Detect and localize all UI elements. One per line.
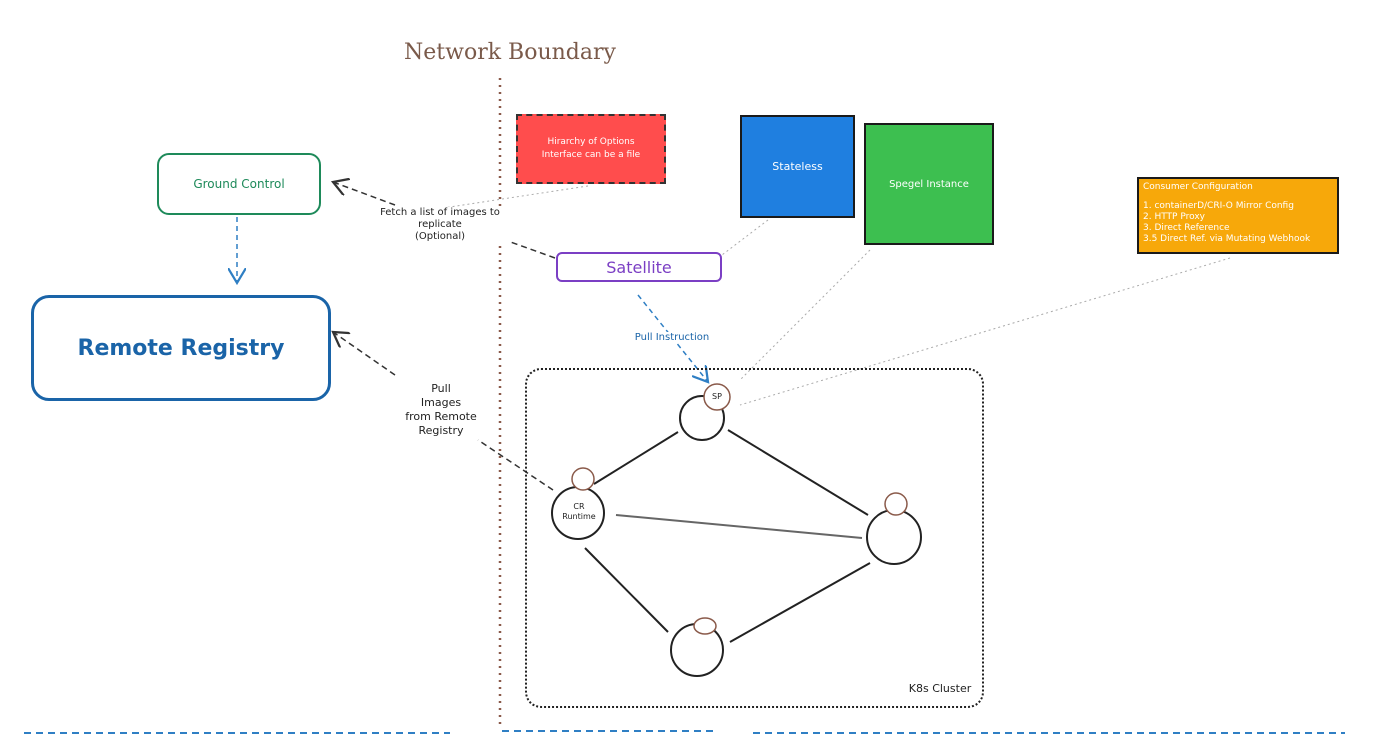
remote-registry-label: Remote Registry [77, 335, 285, 361]
node-left-badge [571, 467, 595, 491]
consumer-list: 1. containerD/CRI-O Mirror Config 2. HTT… [1143, 201, 1333, 245]
node-bottom-badge [693, 617, 717, 635]
ground-control-label: Ground Control [193, 177, 285, 191]
cr-to-registry-arrow [477, 439, 554, 491]
satellite-to-ground-arrow [504, 239, 556, 259]
stateless-label: Stateless [772, 160, 823, 173]
consumer-item-2: 2. HTTP Proxy [1143, 212, 1205, 222]
pull-images-label: Pull Images from Remote Registry [395, 382, 487, 438]
consumer-configuration-box[interactable]: Consumer Configuration 1. containerD/CRI… [1137, 177, 1339, 254]
consumer-item-3: 3. Direct Reference [1143, 223, 1230, 233]
sp-label: SP [712, 392, 722, 401]
edge-right-bottom [729, 562, 871, 643]
satellite-box[interactable]: Satellite [556, 252, 722, 282]
k8s-cluster-label: K8s Cluster [908, 682, 972, 695]
remote-registry-box[interactable]: Remote Registry [31, 295, 331, 401]
pull-instruction-label: Pull Instruction [627, 332, 717, 343]
hierarchy-options-box[interactable]: Hirarchy of Options Interface can be a f… [516, 114, 666, 184]
spegel-instance-box[interactable]: Spegel Instance [864, 123, 994, 245]
edge-top-right [727, 429, 869, 516]
hierarchy-line-2: Interface can be a file [541, 150, 641, 160]
k8s-cluster-boundary [525, 368, 984, 708]
spegel-label: Spegel Instance [889, 178, 969, 190]
edge-left-right [615, 514, 863, 539]
consumer-item-4: 3.5 Direct Ref. via Mutating Webhook [1143, 234, 1311, 244]
satellite-label: Satellite [606, 257, 672, 277]
node-right-badge [884, 492, 908, 516]
network-boundary-title: Network Boundary [404, 40, 616, 65]
edge-left-bottom [584, 547, 669, 633]
cr-runtime-label: CR Runtime [562, 502, 596, 521]
sp-badge [703, 383, 731, 411]
hierarchy-line-1: Hirarchy of Options [547, 137, 635, 147]
edge-top-left [593, 431, 679, 485]
consumer-title: Consumer Configuration [1143, 182, 1253, 192]
fetch-images-label: Fetch a list of images to replicate (Opt… [370, 207, 510, 243]
stateless-box[interactable]: Stateless [740, 115, 855, 218]
ground-control-box[interactable]: Ground Control [157, 153, 321, 215]
consumer-item-1: 1. containerD/CRI-O Mirror Config [1143, 201, 1294, 211]
